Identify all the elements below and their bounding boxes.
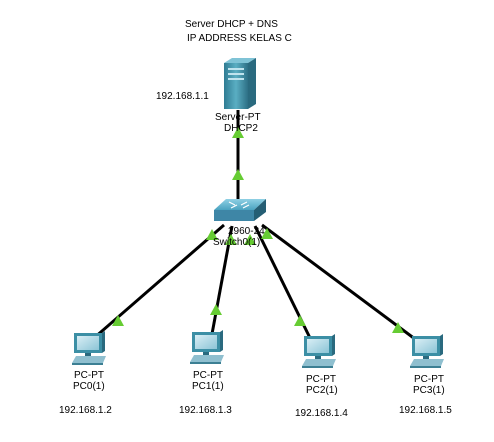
server-name-label: DHCP2 — [224, 123, 258, 134]
pc-icon — [302, 334, 336, 368]
pc2-name-label: PC2(1) — [306, 385, 338, 396]
server-ip-label: 192.168.1.1 — [156, 91, 209, 102]
pc-devices — [72, 330, 444, 368]
pc-icon — [410, 334, 444, 368]
link-up-icon — [392, 322, 404, 333]
pc-icon — [190, 330, 224, 364]
note-line-2: IP ADDRESS KELAS C — [186, 33, 293, 44]
link-switch-pc0[interactable] — [93, 223, 225, 340]
link-up-icon — [232, 169, 244, 180]
pc2-type-label: PC-PT — [306, 374, 336, 385]
switch-name-label: Switch0(1) — [213, 237, 261, 248]
pc-device-2[interactable] — [302, 334, 336, 368]
pc2-ip-label: 192.168.1.4 — [295, 408, 348, 419]
server-device[interactable] — [224, 58, 256, 109]
pc3-ip-label: 192.168.1.5 — [399, 405, 452, 416]
switch-type-label: 2960-24 — [228, 226, 265, 237]
pc0-name-label: PC0(1) — [73, 381, 105, 392]
pc3-type-label: PC-PT — [414, 374, 444, 385]
pc-device-1[interactable] — [190, 330, 224, 364]
link-up-icon — [206, 229, 218, 240]
link-up-icon — [210, 304, 222, 315]
note-line-1: Server DHCP + DNS — [184, 19, 279, 30]
link-up-icon — [225, 234, 237, 245]
link-up-icon — [232, 127, 244, 138]
pc-device-3[interactable] — [410, 334, 444, 368]
link-switch-pc3[interactable] — [261, 223, 420, 344]
server-type-label: Server-PT — [215, 112, 261, 123]
link-up-icon — [244, 234, 256, 245]
pc1-name-label: PC1(1) — [192, 381, 224, 392]
pc0-type-label: PC-PT — [74, 370, 104, 381]
switch-device[interactable] — [214, 199, 266, 221]
link-up-icon — [112, 315, 124, 326]
link-status-lights — [112, 127, 404, 333]
link-up-icon — [261, 228, 273, 239]
pc-icon — [72, 331, 106, 365]
pc-device-0[interactable] — [72, 331, 106, 365]
pc1-ip-label: 192.168.1.3 — [179, 405, 232, 416]
pc3-name-label: PC3(1) — [413, 385, 445, 396]
link-up-icon — [294, 315, 306, 326]
switch-icon — [214, 199, 266, 221]
pc0-ip-label: 192.168.1.2 — [59, 405, 112, 416]
server-icon — [224, 58, 256, 109]
pc1-type-label: PC-PT — [193, 370, 223, 381]
